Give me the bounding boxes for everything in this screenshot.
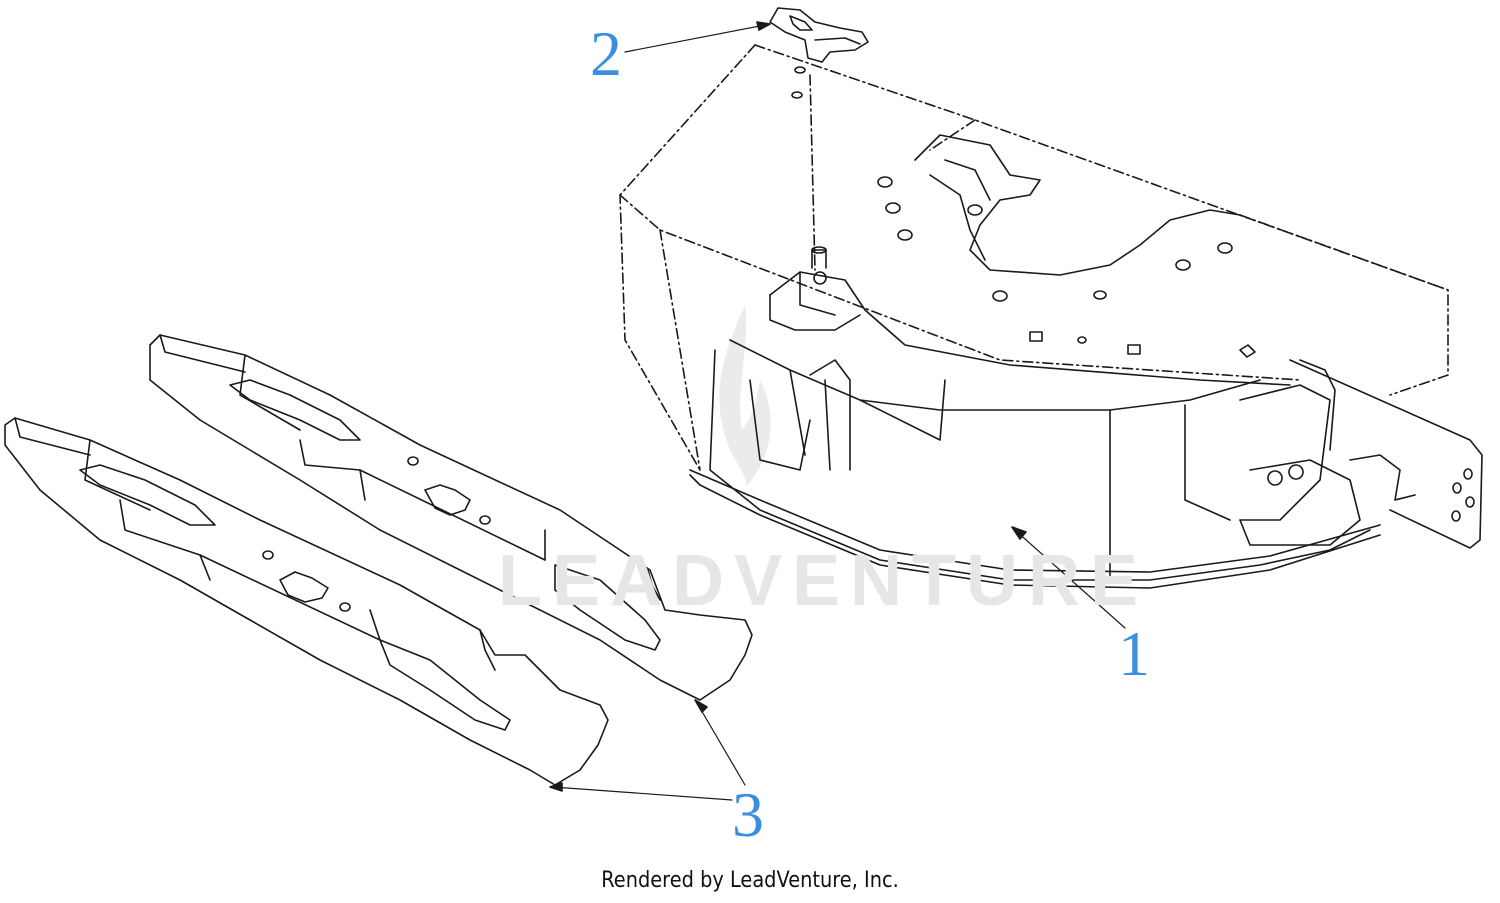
deck-holes xyxy=(791,66,1256,358)
blade-upper xyxy=(149,334,753,701)
callout-3: 3 xyxy=(732,779,764,850)
blade-lower xyxy=(4,417,609,786)
bracket-holes xyxy=(1451,468,1475,522)
callout-2: 2 xyxy=(590,18,622,89)
deck-housing-part xyxy=(619,44,1483,629)
knob-part xyxy=(624,7,869,63)
watermark-text: LEADVENTURE xyxy=(498,541,1149,621)
blade-leaders xyxy=(549,699,746,801)
leadventure-flame-logo xyxy=(700,300,790,495)
callout-1: 1 xyxy=(1118,618,1150,689)
footer-credit: Rendered by LeadVenture, Inc. xyxy=(601,868,899,893)
